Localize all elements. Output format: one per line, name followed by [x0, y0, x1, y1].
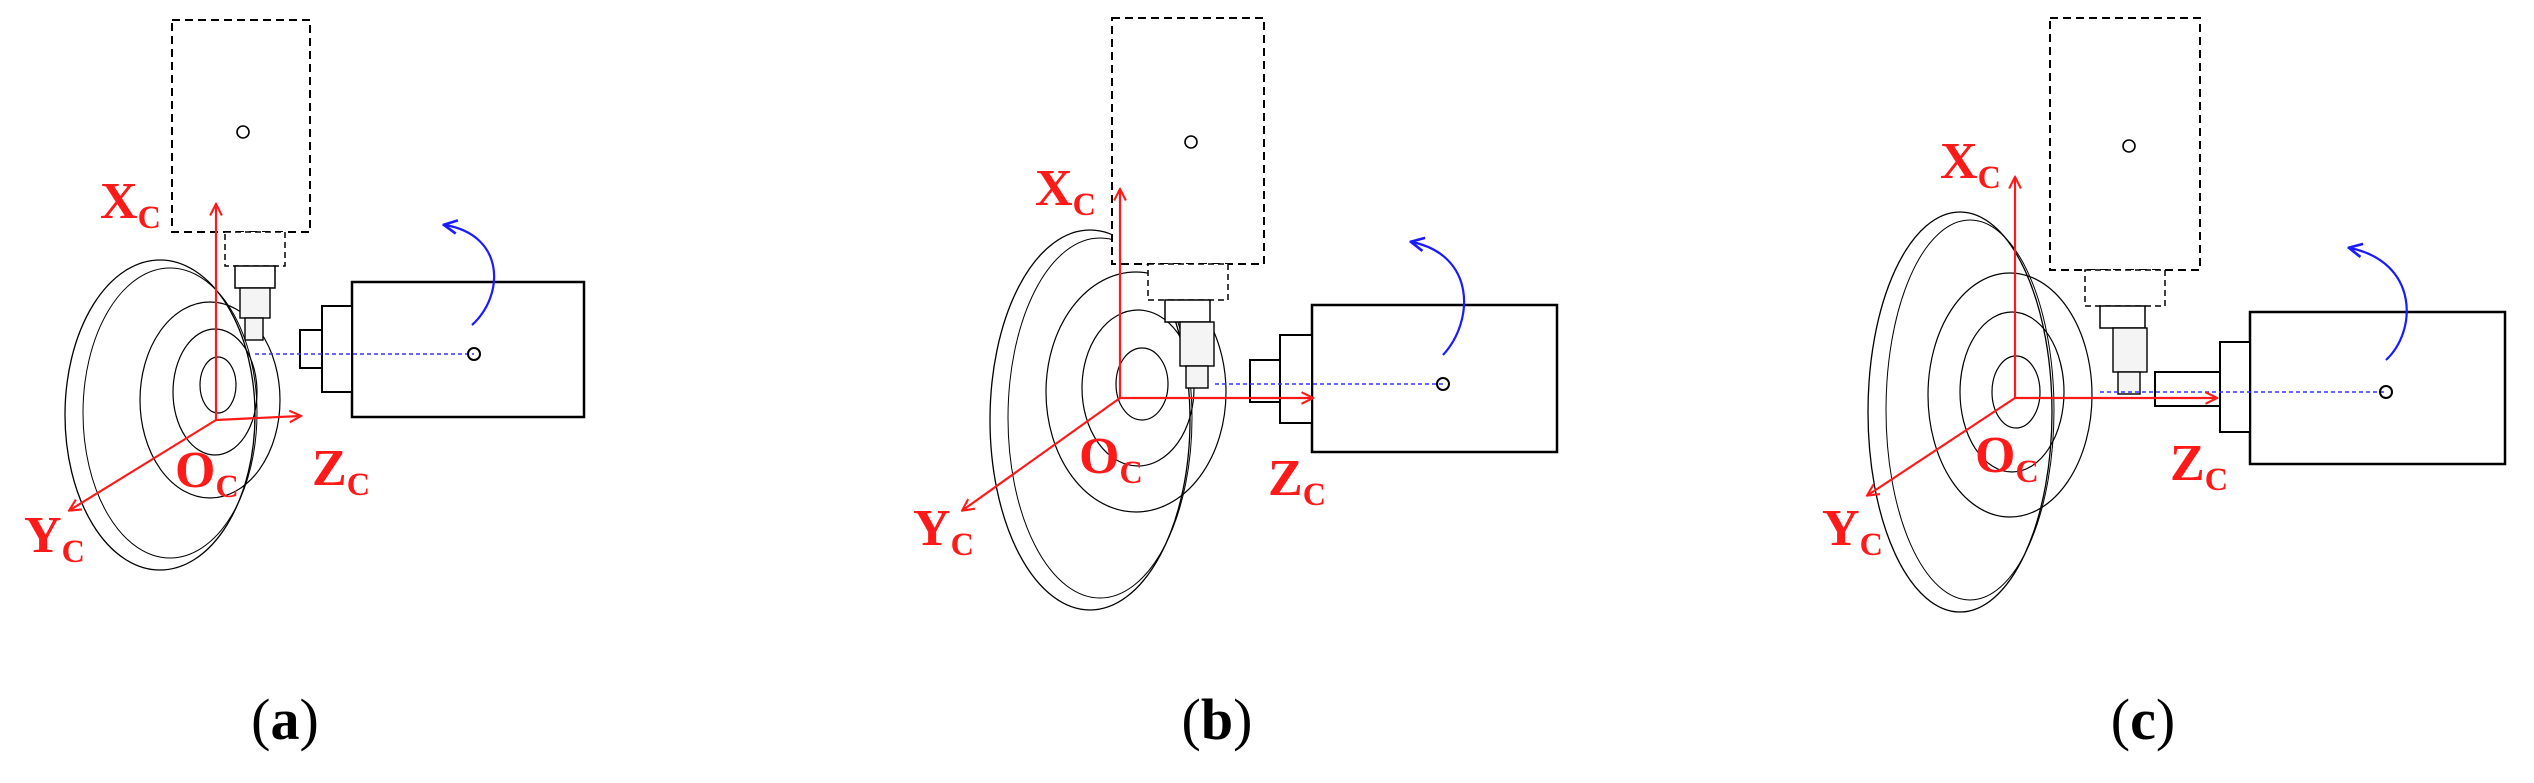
caption-close-paren: )	[299, 687, 319, 752]
grinding-wheel-rim	[1007, 237, 1193, 599]
caption-letter: a	[270, 687, 300, 752]
caption-a: (a)	[225, 686, 345, 753]
workpiece-collar-1	[1249, 359, 1281, 403]
tool-segment-0	[1179, 321, 1215, 367]
tool-segment-1	[244, 317, 264, 341]
grinding-wheel-rim	[1885, 219, 2055, 601]
tool-segment-1	[1185, 365, 1209, 389]
wheel-ring-0	[1927, 272, 2093, 518]
spindle-neck-1	[2099, 305, 2146, 329]
caption-b: (b)	[1157, 686, 1277, 753]
spindle-neck-1	[1164, 299, 1211, 323]
caption-letter: b	[1200, 687, 1234, 752]
caption-open-paren: (	[251, 687, 271, 752]
wheel-ring-1	[1959, 311, 2065, 473]
spindle-neck-0	[224, 231, 286, 267]
grinding-wheel-rim	[82, 267, 258, 559]
panel-a: XC OC ZC YC	[24, 19, 586, 571]
workpiece-center-mark	[2379, 385, 2393, 399]
spindle-center-mark	[236, 125, 250, 139]
workpiece-collar-0	[1279, 334, 1313, 424]
workpiece-collar-0	[2219, 341, 2251, 433]
z-axis-label: ZC	[2170, 435, 2228, 497]
workpiece-collar-1	[2154, 371, 2221, 407]
y-axis-label: YC	[913, 500, 974, 562]
origin-label: OC	[175, 442, 239, 504]
workpiece-collar-1	[299, 329, 323, 369]
spindle-center-mark	[1184, 135, 1198, 149]
x-axis-label: XC	[1940, 133, 2001, 195]
grinding-wheel-outer	[64, 259, 256, 571]
workpiece-collar-0	[321, 305, 353, 393]
workpiece-body	[1310, 303, 1559, 454]
origin-label: OC	[1975, 427, 2039, 489]
caption-letter: c	[2130, 687, 2156, 752]
caption-open-paren: (	[2110, 687, 2131, 752]
spindle-housing	[1111, 17, 1265, 265]
z-axis-arrow	[215, 416, 300, 420]
workpiece-center-mark	[1436, 377, 1450, 391]
tool-segment-1	[2117, 371, 2141, 395]
wheel-ring-2	[1115, 347, 1169, 421]
y-axis-label: YC	[1822, 500, 1883, 562]
rotation-arrow	[2350, 248, 2408, 361]
caption-close-paren: )	[2155, 687, 2176, 752]
tool-segment-0	[239, 287, 271, 319]
z-axis-label: ZC	[1268, 450, 1326, 512]
y-axis-arrow	[963, 397, 1121, 510]
wheel-ring-2	[199, 356, 237, 414]
y-axis-label: YC	[24, 507, 85, 569]
spindle-neck-0	[1147, 263, 1229, 301]
spindle-neck-1	[234, 265, 276, 289]
caption-open-paren: (	[1181, 687, 1201, 752]
workpiece-body	[2248, 310, 2507, 466]
rotation-arrow	[1412, 242, 1466, 356]
rotation-arrow	[445, 225, 496, 326]
z-axis-label: ZC	[312, 440, 370, 502]
x-axis-label: XC	[1035, 160, 1096, 222]
y-axis-arrow	[70, 419, 217, 510]
y-axis-arrow	[1868, 397, 2016, 495]
caption-close-paren: )	[1233, 687, 1253, 752]
wheel-ring-0	[1045, 271, 1227, 513]
spindle-housing	[2049, 17, 2201, 271]
x-axis-label: XC	[100, 173, 161, 235]
grinding-wheel-outer	[1867, 211, 2053, 613]
panel-c: XC OC ZC YC	[1822, 17, 2507, 613]
wheel-ring-0	[139, 301, 281, 499]
spindle-center-mark	[2122, 139, 2136, 153]
panel-b: XC OC ZC YC	[913, 17, 1559, 611]
tool-segment-0	[2112, 327, 2148, 373]
workpiece-body	[350, 280, 586, 419]
caption-c: (c)	[2083, 686, 2203, 753]
workpiece-center-mark	[467, 347, 481, 361]
origin-label: OC	[1079, 428, 1143, 490]
spindle-neck-0	[2084, 269, 2166, 307]
